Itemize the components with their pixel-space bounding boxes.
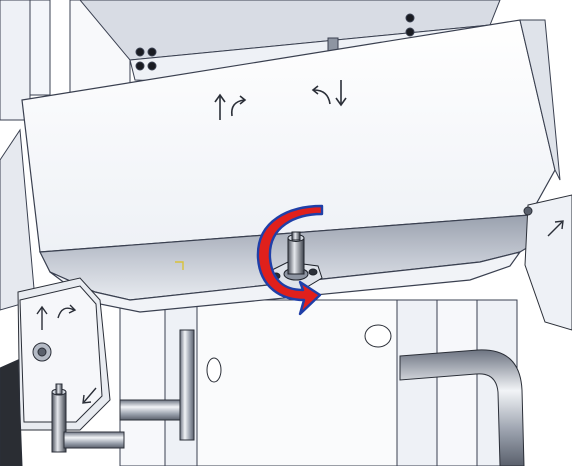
rotate-cw-icon (57, 304, 77, 319)
down-arrow-icon (82, 387, 97, 404)
rotation-arrow-icon (256, 204, 324, 316)
panel-direction-marks (214, 80, 347, 120)
frame-holes (206, 324, 392, 383)
up-arrow-icon (36, 305, 48, 330)
left-hinge-bracket (0, 277, 111, 466)
down-arrow-icon (335, 80, 347, 107)
tubular-frame (63, 329, 525, 466)
up-arrow-icon (547, 220, 564, 237)
right-hinge-bracket (523, 194, 572, 331)
up-arrow-icon (214, 93, 226, 120)
rotate-ccw-icon (311, 85, 331, 105)
rotate-cw-icon (230, 95, 247, 117)
yellow-mark (175, 261, 184, 270)
front-panel (21, 19, 561, 253)
